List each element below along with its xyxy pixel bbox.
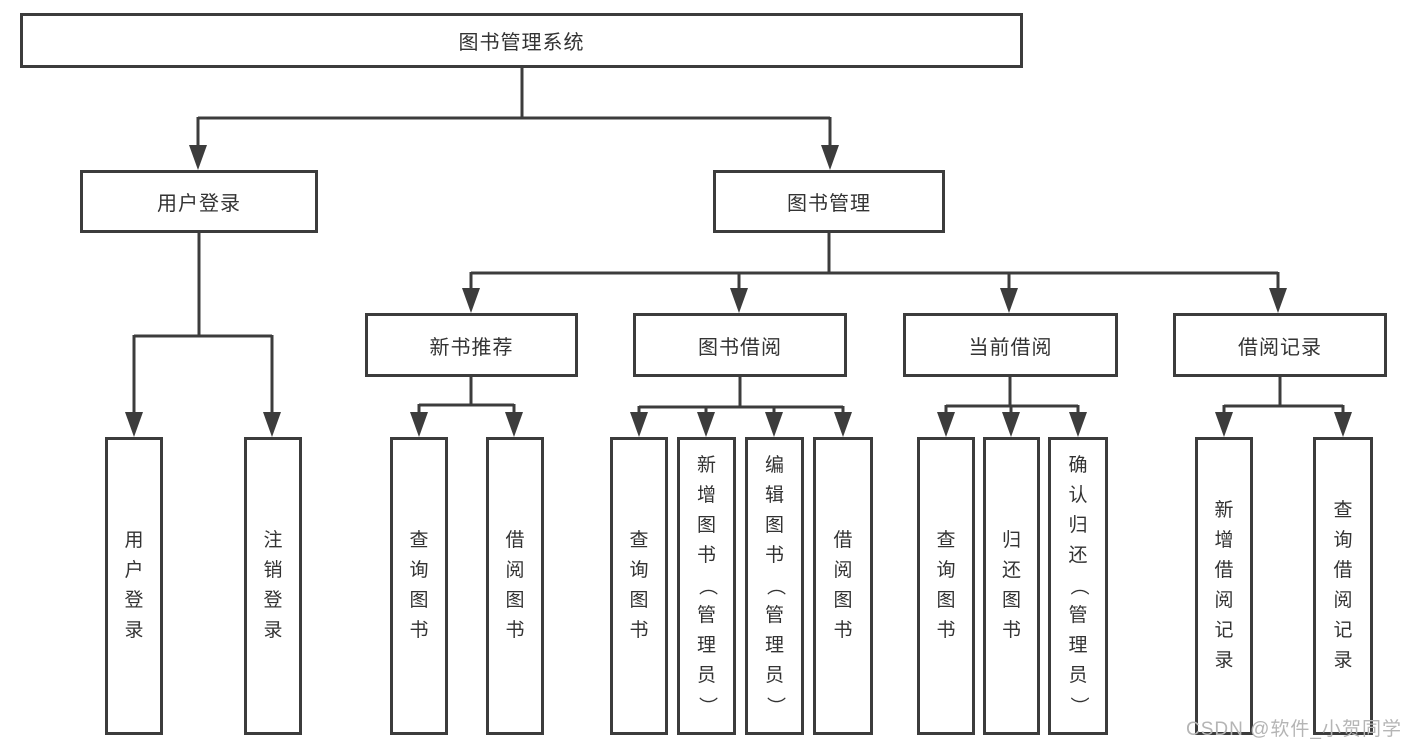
leaf-add-books-admin: 新增图书（管理员） bbox=[677, 437, 736, 735]
node-label: 确认归还（管理员） bbox=[1068, 455, 1089, 716]
node-label: 编辑图书（管理员） bbox=[764, 455, 786, 716]
node-label: 新增借阅记录 bbox=[1214, 500, 1234, 671]
arrowheads bbox=[125, 145, 1352, 437]
leaf-borrow-books: 借阅图书 bbox=[813, 437, 873, 735]
node-label: 借阅记录 bbox=[1238, 336, 1322, 359]
leaf-return-books: 归还图书 bbox=[983, 437, 1040, 735]
node-library-management-system: 图书管理系统 bbox=[20, 13, 1023, 68]
leaf-query-books-recommend: 查询图书 bbox=[390, 437, 448, 735]
node-label: 注销登录 bbox=[263, 530, 283, 641]
node-label: 当前借阅 bbox=[968, 336, 1053, 359]
node-borrowing-records: 借阅记录 bbox=[1173, 313, 1387, 377]
leaf-logout: 注销登录 bbox=[244, 437, 302, 735]
leaf-confirm-return-admin: 确认归还（管理员） bbox=[1048, 437, 1108, 735]
node-new-book-recommend: 新书推荐 bbox=[365, 313, 578, 377]
node-book-borrowing: 图书借阅 bbox=[633, 313, 847, 377]
node-label: 查询图书 bbox=[629, 530, 649, 641]
node-label: 用户登录 bbox=[157, 193, 241, 215]
leaf-borrow-books-recommend: 借阅图书 bbox=[486, 437, 544, 735]
csdn-watermark: CSDN @软件_小贺同学 bbox=[1186, 719, 1402, 740]
node-label: 图书管理 bbox=[787, 193, 871, 215]
node-label: 查询借阅记录 bbox=[1333, 500, 1353, 671]
node-label: 借阅图书 bbox=[505, 530, 525, 641]
node-label: 图书借阅 bbox=[698, 336, 782, 359]
leaf-query-books-borrowing: 查询图书 bbox=[610, 437, 668, 735]
node-user-login: 用户登录 bbox=[80, 170, 318, 233]
node-label: 归还图书 bbox=[1001, 530, 1021, 641]
node-label: 查询图书 bbox=[936, 530, 956, 641]
leaf-edit-books-admin: 编辑图书（管理员） bbox=[745, 437, 804, 735]
node-label: 借阅图书 bbox=[833, 530, 853, 641]
node-label: 新书推荐 bbox=[429, 336, 514, 359]
node-label: 用户登录 bbox=[124, 530, 144, 641]
node-label: 图书管理系统 bbox=[458, 32, 585, 54]
leaf-add-borrow-record: 新增借阅记录 bbox=[1195, 437, 1253, 735]
node-label: 查询图书 bbox=[409, 530, 429, 641]
node-book-management: 图书管理 bbox=[713, 170, 945, 233]
node-label: 新增图书（管理员） bbox=[696, 455, 718, 716]
leaf-query-books-current: 查询图书 bbox=[917, 437, 975, 735]
leaf-user-login: 用户登录 bbox=[105, 437, 163, 735]
node-current-borrowing: 当前借阅 bbox=[903, 313, 1118, 377]
leaf-query-borrow-record: 查询借阅记录 bbox=[1313, 437, 1373, 735]
